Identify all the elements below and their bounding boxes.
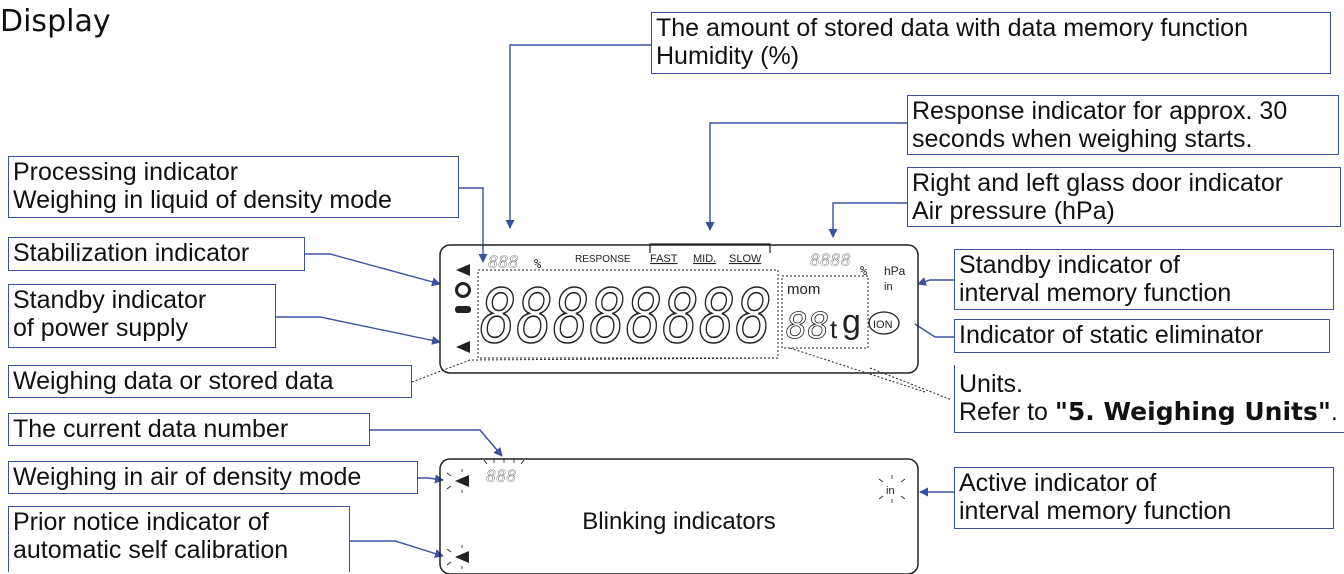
- label-stored-amount: The amount of stored data with data memo…: [651, 12, 1331, 74]
- label-stabilization-text: Stabilization indicator: [13, 239, 250, 267]
- label-standby-power-line1: Standby indicator: [13, 286, 207, 314]
- label-processing-line1: Processing indicator: [13, 158, 239, 186]
- lcd-small-digits: 888: [488, 253, 519, 273]
- lcd-texts: 888 % RESPONSE FAST MID. SLOW 8888 % hPa…: [479, 251, 906, 361]
- units-refer-suffix: .: [1330, 398, 1338, 426]
- leader-response: [705, 122, 907, 231]
- leader-glass-door: [828, 202, 907, 238]
- label-standby-power: Standby indicator of power supply: [8, 284, 276, 348]
- label-prior-notice-line2: automatic self calibration: [13, 536, 289, 564]
- lcd-blink-digits: 888: [486, 467, 517, 487]
- label-static-eliminator-text: Indicator of static eliminator: [959, 321, 1264, 349]
- label-stabilization: Stabilization indicator: [8, 237, 305, 271]
- lcd-slow-label: SLOW: [729, 253, 762, 265]
- label-units-line1: Units.: [959, 370, 1023, 398]
- label-active-interval: Active indicator of interval memory func…: [954, 467, 1334, 529]
- leader-static-eliminator: [914, 323, 954, 338]
- leader-current-number: [370, 429, 503, 457]
- lcd-blink-arrow-top-icon: [455, 475, 469, 487]
- label-prior-notice: Prior notice indicator of automatic self…: [8, 506, 350, 572]
- lcd-mid-label: MID.: [693, 253, 716, 265]
- label-stored-amount-line2: Humidity (%): [656, 42, 800, 70]
- lcd-main-digits: 88888888: [480, 274, 772, 360]
- leader-air-density: [418, 474, 444, 484]
- lcd-density-arrow-icon: [456, 341, 470, 353]
- label-glass-door: Right and left glass door indicator Air …: [907, 167, 1341, 227]
- lcd-unit-digits: 88: [786, 306, 829, 347]
- label-weighing-data-text: Weighing data or stored data: [13, 367, 334, 395]
- lcd-right-digits: 8888: [810, 251, 851, 271]
- label-air-density-text: Weighing in air of density mode: [13, 463, 362, 491]
- lcd-response-label: RESPONSE: [575, 254, 631, 265]
- label-glass-door-line1: Right and left glass door indicator: [912, 169, 1284, 197]
- label-static-eliminator: Indicator of static eliminator: [954, 319, 1330, 353]
- label-current-number-text: The current data number: [13, 415, 289, 443]
- dotted-leaders: [411, 347, 953, 401]
- label-standby-interval-line2: interval memory function: [959, 279, 1232, 307]
- label-active-interval-line2: interval memory function: [959, 497, 1232, 525]
- lcd-blink-border: [439, 458, 919, 574]
- label-units: Units. Refer to "5. Weighing Units".: [954, 365, 1344, 433]
- lcd-hpa-label: hPa: [884, 264, 906, 278]
- lcd-processing-arrow-icon: [456, 264, 470, 276]
- lcd-ion-label: ION: [873, 319, 893, 331]
- lcd-stabilization-icon: [455, 282, 471, 298]
- label-weighing-data: Weighing data or stored data: [8, 365, 412, 398]
- label-standby-power-line2: of power supply: [13, 314, 189, 342]
- lcd-ion-icon: [868, 311, 900, 335]
- lcd-blink-rays: [446, 458, 906, 569]
- label-standby-interval-line1: Standby indicator of: [959, 251, 1180, 279]
- lcd-blink-panel: 888 in Blinking indicators: [439, 458, 919, 574]
- lcd-blink-arrow-bottom-icon: [455, 551, 469, 563]
- lcd-main-panel: [439, 243, 919, 374]
- lcd-main-digit-group: [477, 269, 779, 359]
- dotted-leader-units-a: [789, 347, 926, 393]
- label-air-density: Weighing in air of density mode: [8, 461, 418, 494]
- label-stored-amount-line1: The amount of stored data with data memo…: [656, 14, 1248, 42]
- leader-processing: [459, 187, 488, 263]
- lcd-mom-label: mom: [787, 281, 820, 298]
- dotted-leader-units-b: [869, 367, 953, 401]
- label-active-interval-line1: Active indicator of: [959, 469, 1157, 497]
- lcd-blinking-caption: Blinking indicators: [582, 508, 775, 535]
- leader-prior-notice: [350, 540, 444, 558]
- label-response-line2: seconds when weighing starts.: [912, 125, 1253, 153]
- label-current-number: The current data number: [8, 413, 370, 446]
- label-processing: Processing indicator Weighing in liquid …: [8, 156, 459, 218]
- lcd-standby-power-icon: [455, 306, 471, 313]
- lcd-unit-group: [781, 275, 869, 349]
- lcd-g-label: g: [842, 303, 861, 341]
- lcd-t-label: t: [830, 314, 838, 344]
- leader-lines: [276, 44, 954, 558]
- leader-standby-power: [276, 316, 441, 345]
- units-refer-link[interactable]: "5. Weighing Units": [1054, 397, 1331, 426]
- label-glass-door-line2: Air pressure (hPa): [912, 197, 1115, 225]
- lcd-response-bracket: [649, 243, 771, 253]
- lcd-in-indicator: in: [884, 281, 893, 293]
- units-refer-prefix: Refer to: [959, 398, 1055, 426]
- leader-standby-interval: [917, 277, 954, 286]
- label-response-line1: Response indicator for approx. 30: [912, 97, 1288, 125]
- label-response: Response indicator for approx. 30 second…: [907, 95, 1339, 155]
- label-prior-notice-line1: Prior notice indicator of: [13, 508, 269, 536]
- lcd-blink-in: in: [886, 485, 895, 497]
- leader-stored-amount: [505, 44, 651, 229]
- lcd-percent-left: %: [534, 257, 542, 271]
- label-units-line2: Refer to "5. Weighing Units".: [959, 397, 1340, 427]
- leader-stabilization: [305, 253, 441, 287]
- lcd-percent-right: %: [860, 264, 868, 278]
- page-title: Display: [0, 4, 111, 39]
- lcd-main-border: [439, 244, 919, 374]
- label-processing-line2: Weighing in liquid of density mode: [13, 186, 392, 214]
- dotted-leader-weighing: [411, 357, 781, 383]
- label-standby-interval: Standby indicator of interval memory fun…: [954, 249, 1334, 310]
- lcd-fast-label: FAST: [650, 253, 678, 265]
